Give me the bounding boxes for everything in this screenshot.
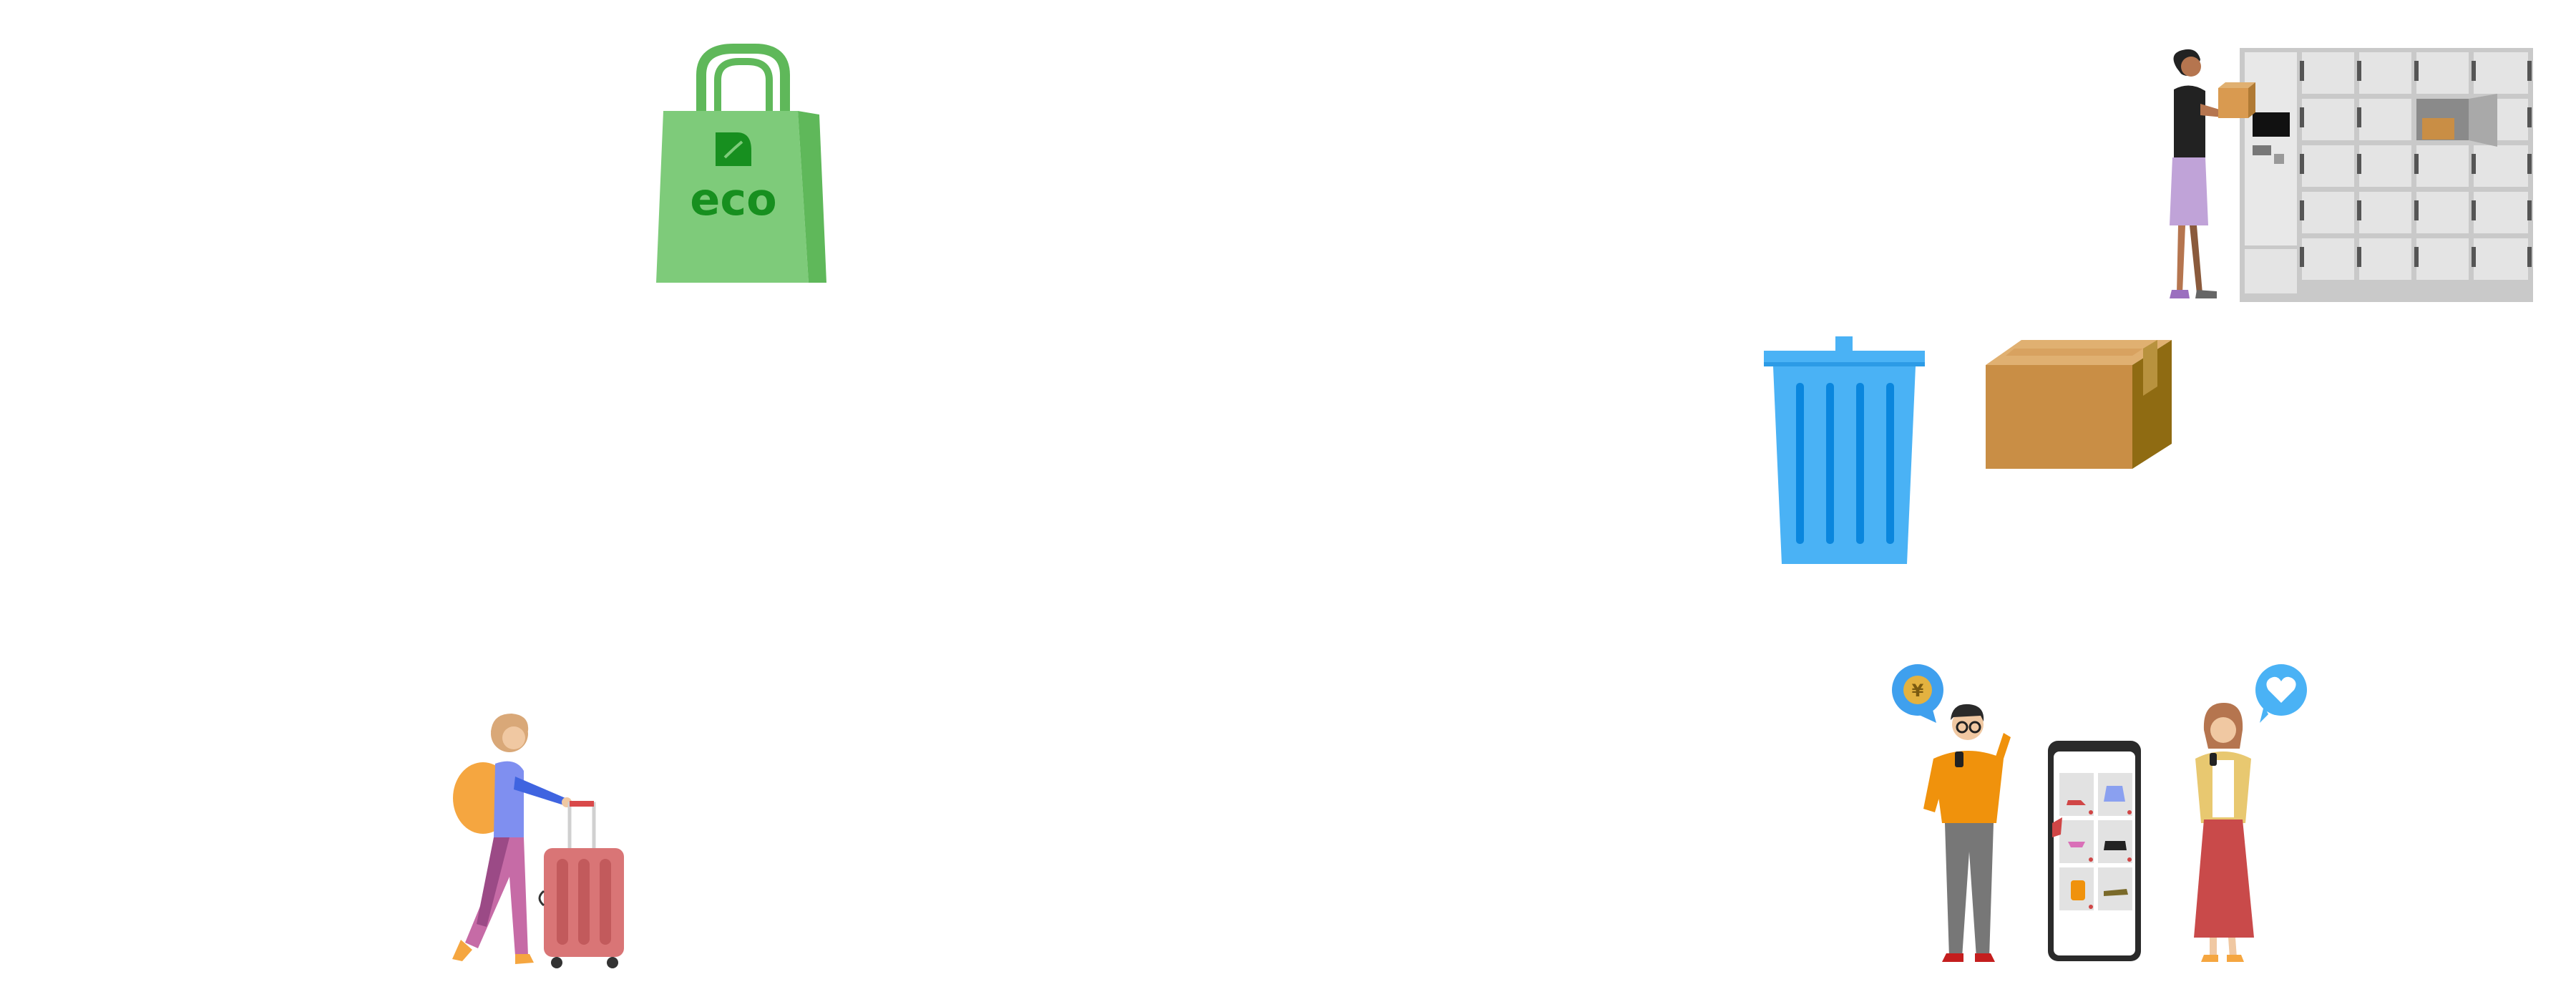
trash-can-illustration	[1760, 336, 1928, 565]
traveler-icon	[452, 714, 624, 968]
currency-symbol: ¥	[1912, 681, 1924, 701]
trash-can-icon	[1764, 336, 1925, 564]
smartphone-icon	[2048, 741, 2141, 961]
eco-label: eco	[690, 173, 776, 225]
traveler-suitcase-illustration	[444, 712, 637, 973]
eco-bag-illustration: eco	[655, 43, 830, 290]
shopping-scene: ¥	[1892, 664, 2307, 962]
locker-delivery-illustration	[2161, 47, 2533, 308]
parcel-locker-icon	[2170, 48, 2533, 302]
yen-icon: ¥	[1892, 664, 1943, 723]
eco-bag-icon: eco	[656, 44, 826, 283]
box-icon	[1986, 340, 2172, 469]
online-shopping-illustration: ¥	[1889, 658, 2311, 973]
cardboard-box-illustration	[1986, 340, 2175, 472]
heart-icon	[2255, 664, 2307, 723]
